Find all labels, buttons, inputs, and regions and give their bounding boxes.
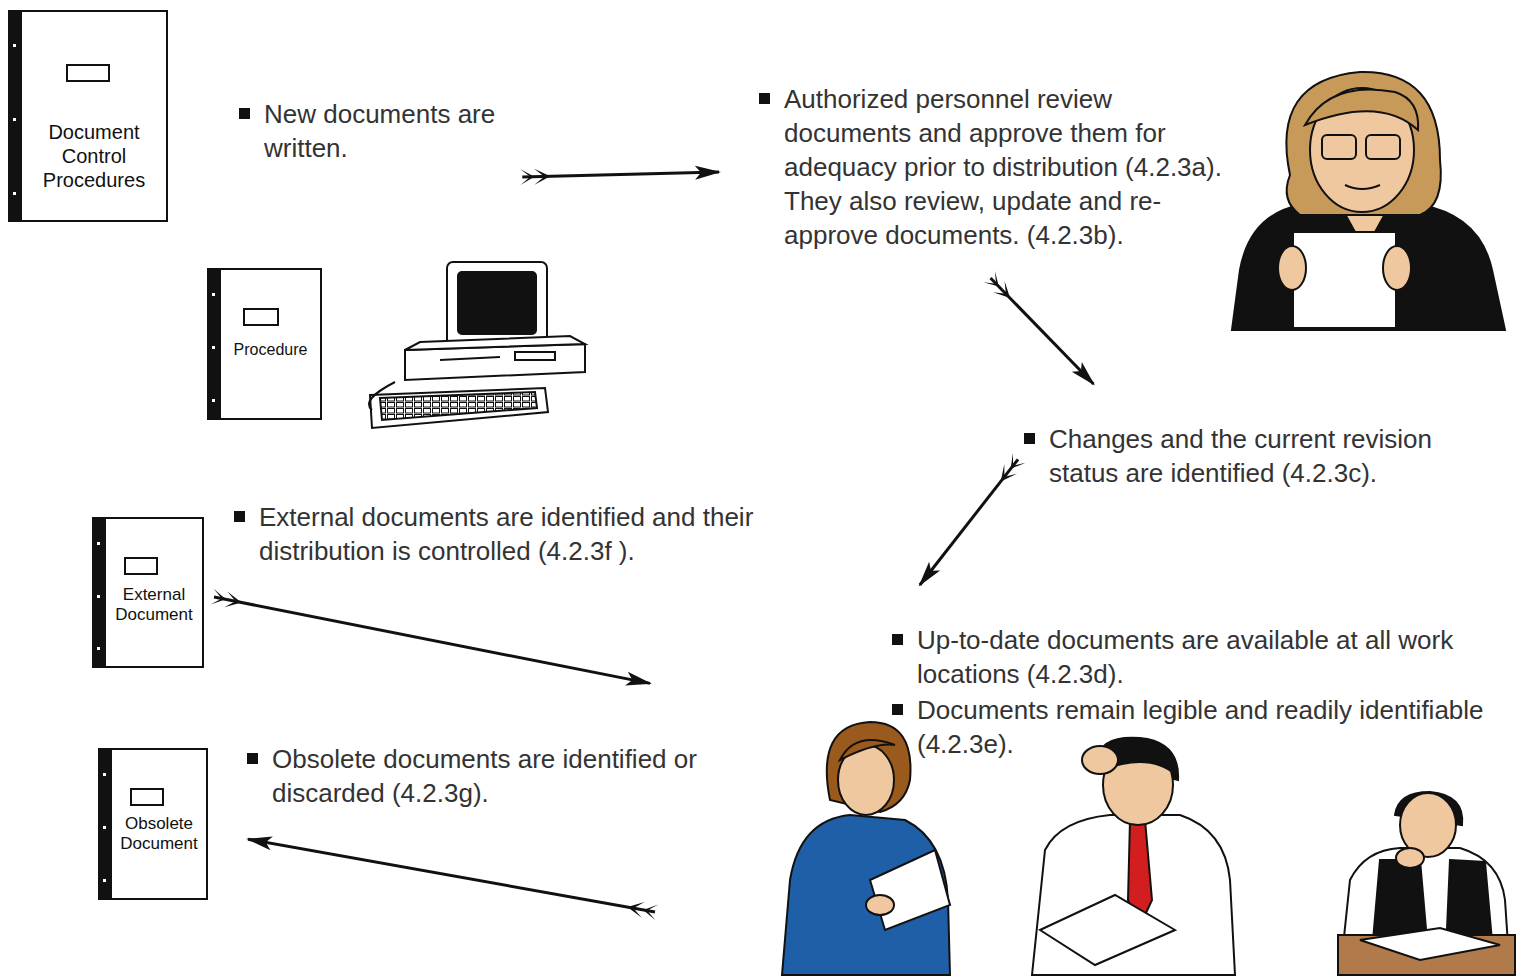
document-binder: Procedure (207, 268, 322, 420)
binder-label-slot (124, 557, 158, 575)
document-binder: External Document (92, 517, 204, 668)
binder-title: Document Control Procedures (26, 120, 162, 192)
binder-title: External Document (110, 585, 198, 626)
binder-label-slot (130, 788, 164, 806)
step-group: Up-to-date documents are available at al… (780, 615, 1516, 975)
bullet-square (759, 93, 770, 104)
binder-title: Obsolete Document (116, 814, 202, 855)
bullet-item: Obsolete documents are identified or dis… (245, 742, 792, 810)
spine-dot (212, 346, 215, 349)
spine-dot (103, 879, 106, 882)
spine-dot (13, 192, 16, 195)
bullet-item: Changes and the current revision status … (1022, 422, 1469, 490)
computer-illustration (369, 262, 585, 428)
spine-dot (97, 595, 100, 598)
bullet-item: Authorized personnel review documents an… (757, 82, 1224, 252)
bullet-square (1024, 433, 1035, 444)
step-text: Obsolete documents are identified or dis… (245, 742, 792, 810)
spine-dot (103, 826, 106, 829)
step-text: External documents are identified and th… (232, 500, 839, 568)
reviewer-illustration (1232, 72, 1505, 330)
step-text: Authorized personnel review documents an… (757, 82, 1224, 252)
spine-dot (13, 44, 16, 47)
bullet-square (892, 634, 903, 645)
worker-illustration (1032, 738, 1235, 975)
step-text: Up-to-date documents are available at al… (917, 623, 1512, 691)
bullet-square (234, 511, 245, 522)
flow-arrow (920, 459, 1018, 585)
binder-label-slot (66, 64, 110, 82)
step-text: New documents are written. (237, 97, 554, 165)
spine-dot (97, 647, 100, 650)
bullet-item: Documents remain legible and readily ide… (890, 693, 1512, 761)
bullet-item: New documents are written. (237, 97, 554, 165)
student-illustration (1338, 792, 1515, 975)
spine-dot (97, 542, 100, 545)
bullet-square (892, 704, 903, 715)
step-text: Changes and the current revision status … (1022, 422, 1469, 490)
step-text: External documents are identified and th… (259, 500, 839, 568)
bullet-item: External documents are identified and th… (232, 500, 839, 568)
binder-label-slot (243, 308, 279, 326)
flow-arrow (214, 597, 650, 683)
binder-title: Procedure (225, 340, 316, 359)
spine-dot (103, 773, 106, 776)
step-text: New documents are written. (264, 97, 554, 165)
step-text: Documents remain legible and readily ide… (917, 693, 1512, 761)
reader-illustration (782, 722, 950, 975)
flow-arrow (991, 278, 1094, 384)
spine-dot (212, 293, 215, 296)
step-text: Changes and the current revision status … (1049, 422, 1469, 490)
spine-dot (212, 399, 215, 402)
step-text: Obsolete documents are identified or dis… (272, 742, 792, 810)
flow-arrow (522, 172, 719, 177)
flow-arrow (248, 839, 655, 912)
step-text: Authorized personnel review documents an… (784, 82, 1224, 252)
spine-dot (13, 118, 16, 121)
bullet-square (247, 753, 258, 764)
document-binder: Document Control Procedures (8, 10, 168, 222)
bullet-item: Up-to-date documents are available at al… (890, 623, 1512, 691)
document-binder: Obsolete Document (98, 748, 208, 900)
bullet-square (239, 108, 250, 119)
